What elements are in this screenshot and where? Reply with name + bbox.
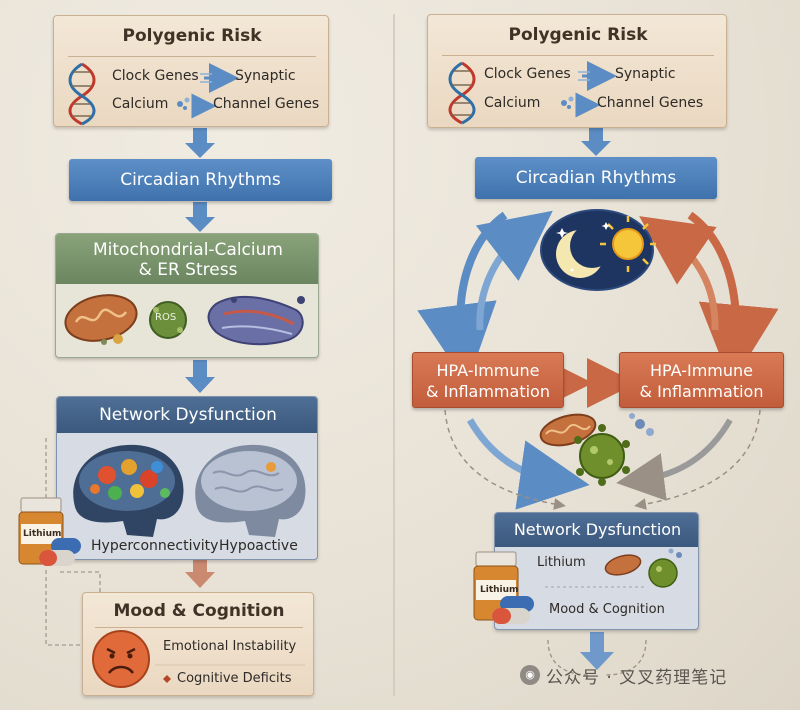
- loop-orange-inner: [639, 216, 719, 331]
- left-mito-illustration: [64, 294, 305, 346]
- right-hpa-right-box: HPA-Immune & Inflammation: [619, 352, 784, 408]
- right-network-mood-text: Mood & Cognition: [549, 602, 665, 617]
- right-arrow-1: [581, 128, 611, 156]
- watermark: ◉ 公众号 · 叉叉药理笔记: [520, 664, 728, 688]
- left-mood-card: Mood & Cognition Emotional Instability C…: [82, 592, 314, 696]
- left-polygenic-title: Polygenic Risk: [122, 26, 262, 46]
- left-arrow-2: [185, 202, 215, 232]
- watermark-text: 公众号 · 叉叉药理笔记: [546, 667, 728, 688]
- right-circadian-bar: Circadian Rhythms: [475, 157, 717, 199]
- right-calcium: Calcium: [484, 95, 541, 111]
- left-dna-icon: [68, 62, 239, 126]
- left-polygenic-divider: [68, 56, 316, 57]
- left-lithium-label: Lithium: [23, 529, 62, 539]
- left-synaptic: Synaptic: [235, 68, 296, 84]
- lower-blue-arrow: [466, 418, 590, 510]
- left-hyperconnectivity: Hyperconnectivity: [91, 538, 219, 554]
- loop-blue-inner: [475, 210, 553, 331]
- left-cognitive-deficits: Cognitive Deficits: [177, 671, 292, 686]
- right-bottom-dash-right: [604, 639, 647, 676]
- left-mito-line2: & ER Stress: [138, 260, 238, 280]
- dashed-arc-left: [444, 409, 566, 510]
- right-network-illustration: [545, 548, 682, 588]
- right-hpa-left-line2: & Inflammation: [426, 382, 550, 401]
- left-lithium-dash-bottom: [45, 570, 101, 646]
- lower-grey-arrow: [616, 418, 733, 501]
- left-circadian-bar: Circadian Rhythms: [69, 159, 332, 201]
- left-emotional-instability: Emotional Instability: [163, 639, 297, 654]
- right-arrow-bottom: [580, 632, 614, 670]
- wechat-icon: ◉: [520, 665, 540, 685]
- right-lithium-label: Lithium: [480, 585, 519, 595]
- right-bottom-dash-left: [547, 639, 591, 676]
- right-network-lithium-text: Lithium: [537, 555, 586, 570]
- right-lithium-bottle: Lithium: [470, 550, 542, 630]
- right-synaptic: Synaptic: [615, 66, 676, 82]
- right-hpa-right-line2: & Inflammation: [639, 382, 764, 401]
- left-mood-divider: [95, 627, 303, 628]
- left-network-card: Network Dysfunction Hyperconnectivity Hy…: [56, 396, 318, 560]
- left-hypoactive: Hypoactive: [219, 538, 298, 554]
- left-arrow-3: [185, 360, 215, 393]
- left-polygenic-card: Polygenic Risk Clock Genes Synaptic Calc…: [53, 15, 329, 127]
- left-mito-line1: Mitochondrial-Calcium: [93, 240, 283, 260]
- right-hpa-left-box: HPA-Immune & Inflammation: [412, 352, 564, 408]
- right-polygenic-title: Polygenic Risk: [508, 25, 648, 45]
- right-polygenic-divider: [442, 55, 714, 56]
- left-lithium-icon: [18, 497, 81, 566]
- right-dna-icon: [448, 61, 617, 125]
- right-channel-genes: Channel Genes: [597, 95, 704, 111]
- left-mito-card: Mitochondrial-Calcium & ER Stress ROS: [55, 233, 319, 358]
- left-network-title: Network Dysfunction: [57, 397, 317, 433]
- left-arrow-1: [185, 128, 215, 158]
- left-lithium-bottle: Lithium: [15, 496, 85, 572]
- right-network-title: Network Dysfunction: [495, 513, 698, 547]
- right-polygenic-card: Polygenic Risk Clock Genes Synaptic Calc…: [427, 14, 727, 128]
- dashed-arc-right: [634, 409, 761, 510]
- left-brains-illustration: [73, 444, 306, 537]
- right-lithium-icon: [473, 551, 534, 624]
- left-clock-genes: Clock Genes: [112, 68, 199, 84]
- left-mito-header: Mitochondrial-Calcium & ER Stress: [56, 234, 318, 284]
- right-hpa-left-line1: HPA-Immune: [436, 361, 540, 380]
- left-mood-title: Mood & Cognition: [113, 601, 285, 621]
- left-channel-genes: Channel Genes: [213, 96, 320, 112]
- right-hpa-right-line1: HPA-Immune: [649, 361, 754, 380]
- left-ros-label: ROS: [155, 312, 177, 323]
- right-clock-genes: Clock Genes: [484, 66, 571, 82]
- left-sad-face-icon: [92, 630, 305, 688]
- left-calcium: Calcium: [112, 96, 169, 112]
